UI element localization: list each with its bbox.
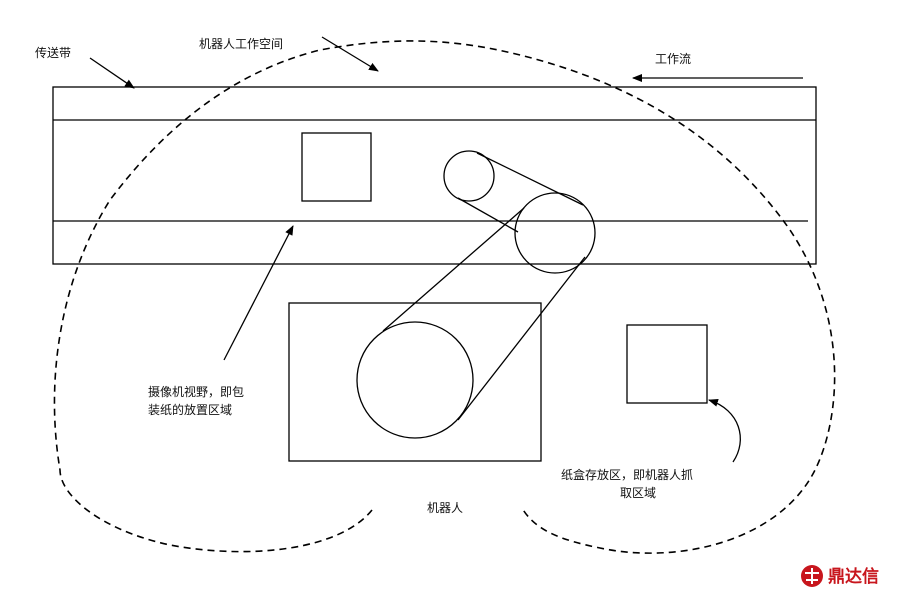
camera-view-label-line1: 摄像机视野，即包	[148, 384, 244, 399]
workspace-pointer-arrow	[321, 36, 379, 72]
workspace-label: 机器人工作空间	[199, 37, 283, 51]
conveyor-label: 传送带	[35, 45, 71, 60]
arm-link-upper-top	[476, 152, 584, 206]
conveyor-belt	[52, 86, 817, 265]
arm-elbow-joint	[514, 192, 596, 274]
robot-base-frame	[288, 302, 542, 462]
conveyor-outer-frame	[52, 86, 817, 265]
camera-view-label-line2: 装纸的放置区域	[148, 402, 232, 417]
arm-link-lower-right	[457, 256, 586, 421]
arm-link-lower-left	[382, 207, 525, 332]
arm-gripper-joint	[443, 150, 495, 202]
box-storage-label-line1: 纸盒存放区，即机器人抓	[561, 467, 693, 482]
robot-base-joint	[356, 321, 474, 439]
box-storage-pointer-arrow	[708, 398, 741, 463]
package-placement-box	[301, 132, 372, 202]
conveyor-pointer-arrow	[89, 57, 135, 89]
workflow-label: 工作流	[655, 52, 691, 66]
box-storage-label-line2: 取区域	[620, 486, 656, 500]
box-storage-area	[626, 324, 708, 404]
watermark-text: 鼎达信	[828, 566, 879, 587]
camera-view-pointer-arrow	[223, 225, 294, 361]
workspace-boundary	[53, 40, 836, 554]
watermark-logo: 鼎达信	[801, 565, 879, 587]
robot-label: 机器人	[427, 501, 463, 515]
robot-arm	[382, 150, 596, 421]
arm-link-upper-bottom	[457, 197, 519, 233]
